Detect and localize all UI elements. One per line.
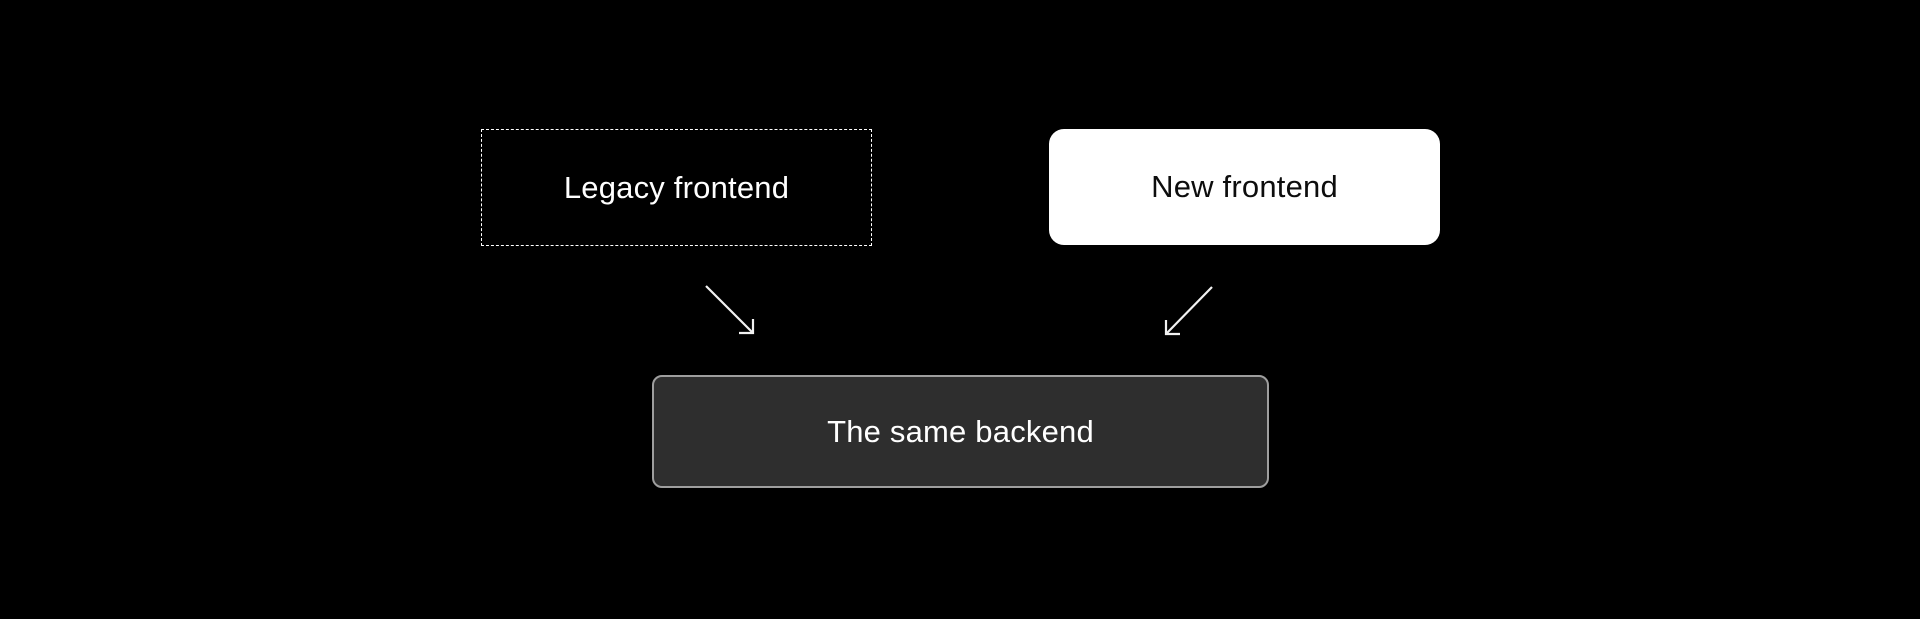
node-same-backend-label: The same backend: [827, 413, 1094, 449]
arrow-legacy-to-backend: [705, 285, 755, 335]
node-legacy-frontend-label: Legacy frontend: [563, 169, 790, 205]
node-new-frontend: New frontend: [1049, 129, 1440, 245]
node-legacy-frontend: Legacy frontend: [481, 129, 872, 246]
node-new-frontend-label: New frontend: [1151, 169, 1338, 204]
node-same-backend: The same backend: [652, 375, 1269, 488]
arrow-new-to-backend: [1164, 286, 1213, 336]
